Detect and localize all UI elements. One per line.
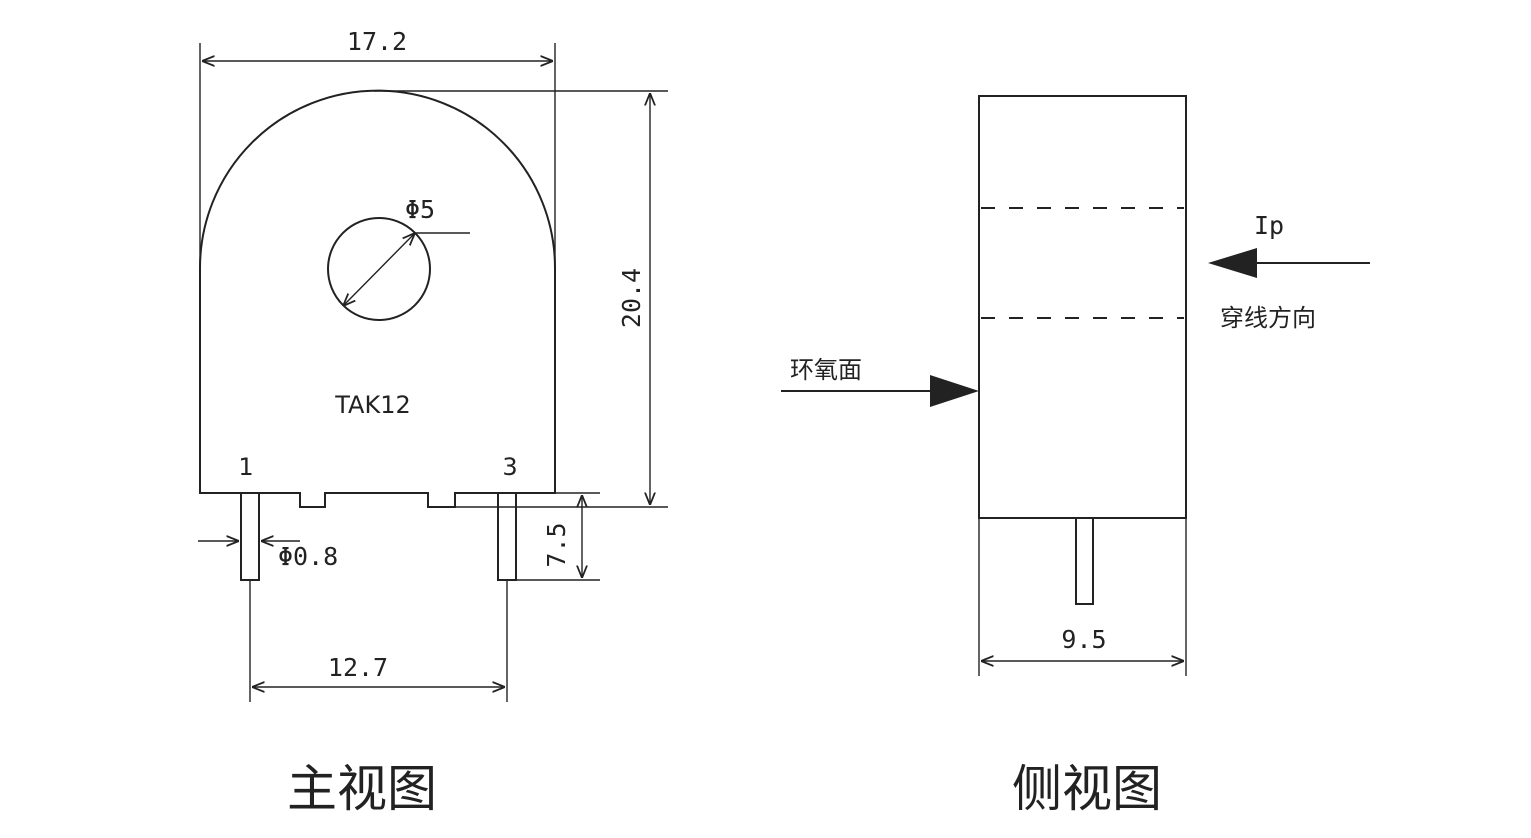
epoxy-face-label: 环氧面	[790, 356, 862, 384]
side-view-caption: 侧视图	[1012, 760, 1162, 818]
hole-dimension-text: Φ5	[405, 195, 435, 224]
front-view-caption: 主视图	[287, 760, 437, 818]
width-dimension-text: 17.2	[347, 27, 407, 56]
front-view: 17.2 20.4 Φ5 TAK12 1 3 Φ0.8 7.5 12.7 主视图	[198, 27, 668, 818]
pin-1	[240, 492, 260, 581]
model-label: TAK12	[334, 391, 411, 419]
pin-3-label: 3	[502, 453, 517, 481]
side-view: 9.5 Ip 穿线方向 环氧面 侧视图	[781, 95, 1370, 818]
side-body-outline	[978, 95, 1187, 519]
epoxy-arrow-icon	[930, 375, 979, 407]
side-pin	[1075, 517, 1094, 605]
pin-spacing-text: 12.7	[328, 653, 388, 682]
pin-diameter-text: Φ0.8	[278, 542, 338, 571]
hole-diameter-line	[343, 233, 415, 306]
pin-3	[497, 492, 517, 581]
side-width-text: 9.5	[1061, 625, 1106, 654]
current-arrow-icon	[1208, 248, 1257, 278]
front-body-outline	[199, 89, 556, 508]
pin-length-text: 7.5	[542, 522, 571, 567]
height-dimension-text: 20.4	[617, 268, 646, 328]
current-label: Ip	[1254, 211, 1284, 240]
threading-direction-label: 穿线方向	[1220, 304, 1316, 332]
center-hole	[327, 217, 431, 321]
pin-1-label: 1	[238, 453, 253, 481]
